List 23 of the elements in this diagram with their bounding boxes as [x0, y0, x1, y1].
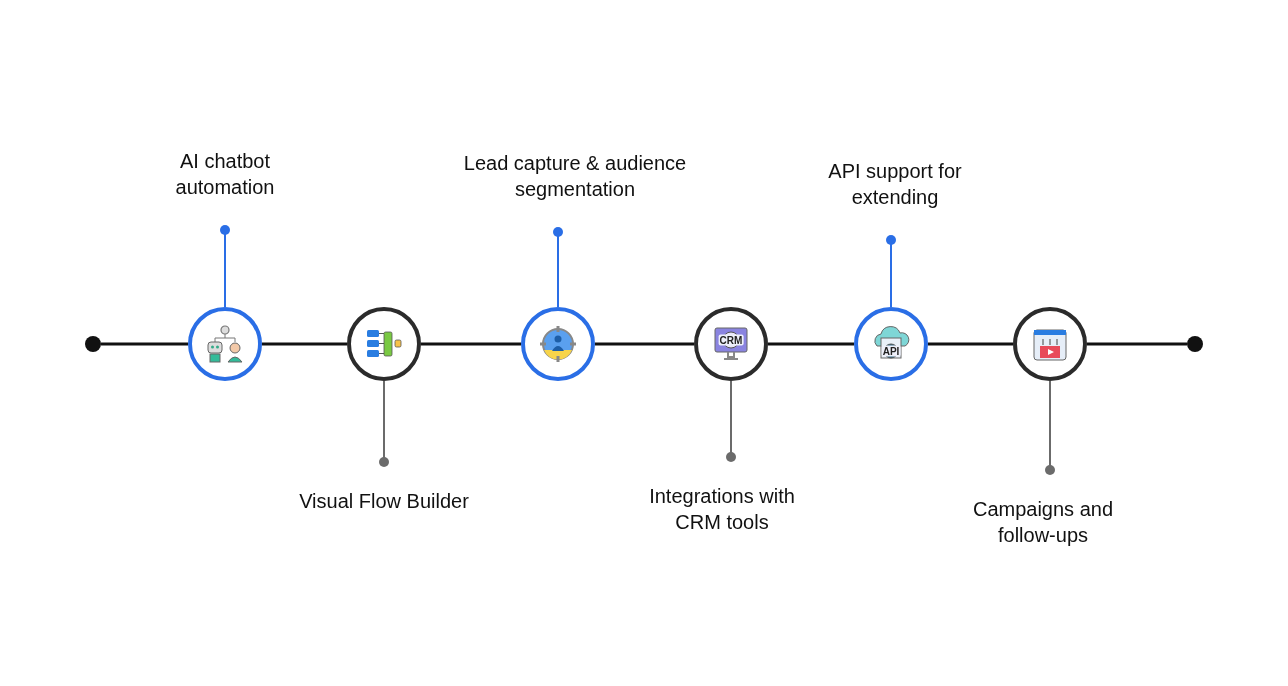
leader-line: [726, 380, 736, 462]
timeline-line: [262, 342, 347, 346]
timeline-line: [1087, 342, 1187, 346]
milestone-label: Visual Flow Builder: [264, 488, 504, 514]
leader-line: [886, 235, 896, 308]
leader-line: [220, 225, 230, 308]
leader-line: [1045, 380, 1055, 475]
timeline-line: [101, 342, 188, 346]
milestone-label: AI chatbot automation: [160, 148, 290, 200]
milestone-label: API support for extending: [795, 158, 995, 210]
leader-line: [379, 380, 389, 467]
timeline-line: [595, 342, 694, 346]
icon-text: API: [881, 345, 901, 357]
icon-text: CRM: [718, 334, 744, 346]
timeline-line: [768, 342, 854, 346]
end-dot: [1187, 336, 1203, 352]
milestone-label: Campaigns and follow-ups: [943, 496, 1143, 548]
end-dot: [85, 336, 101, 352]
milestone-label: Lead capture & audience segmentation: [460, 150, 690, 202]
milestone-label: Integrations with CRM tools: [634, 483, 810, 535]
leader-line: [553, 227, 563, 308]
timeline-line: [421, 342, 521, 346]
timeline-line: [928, 342, 1013, 346]
